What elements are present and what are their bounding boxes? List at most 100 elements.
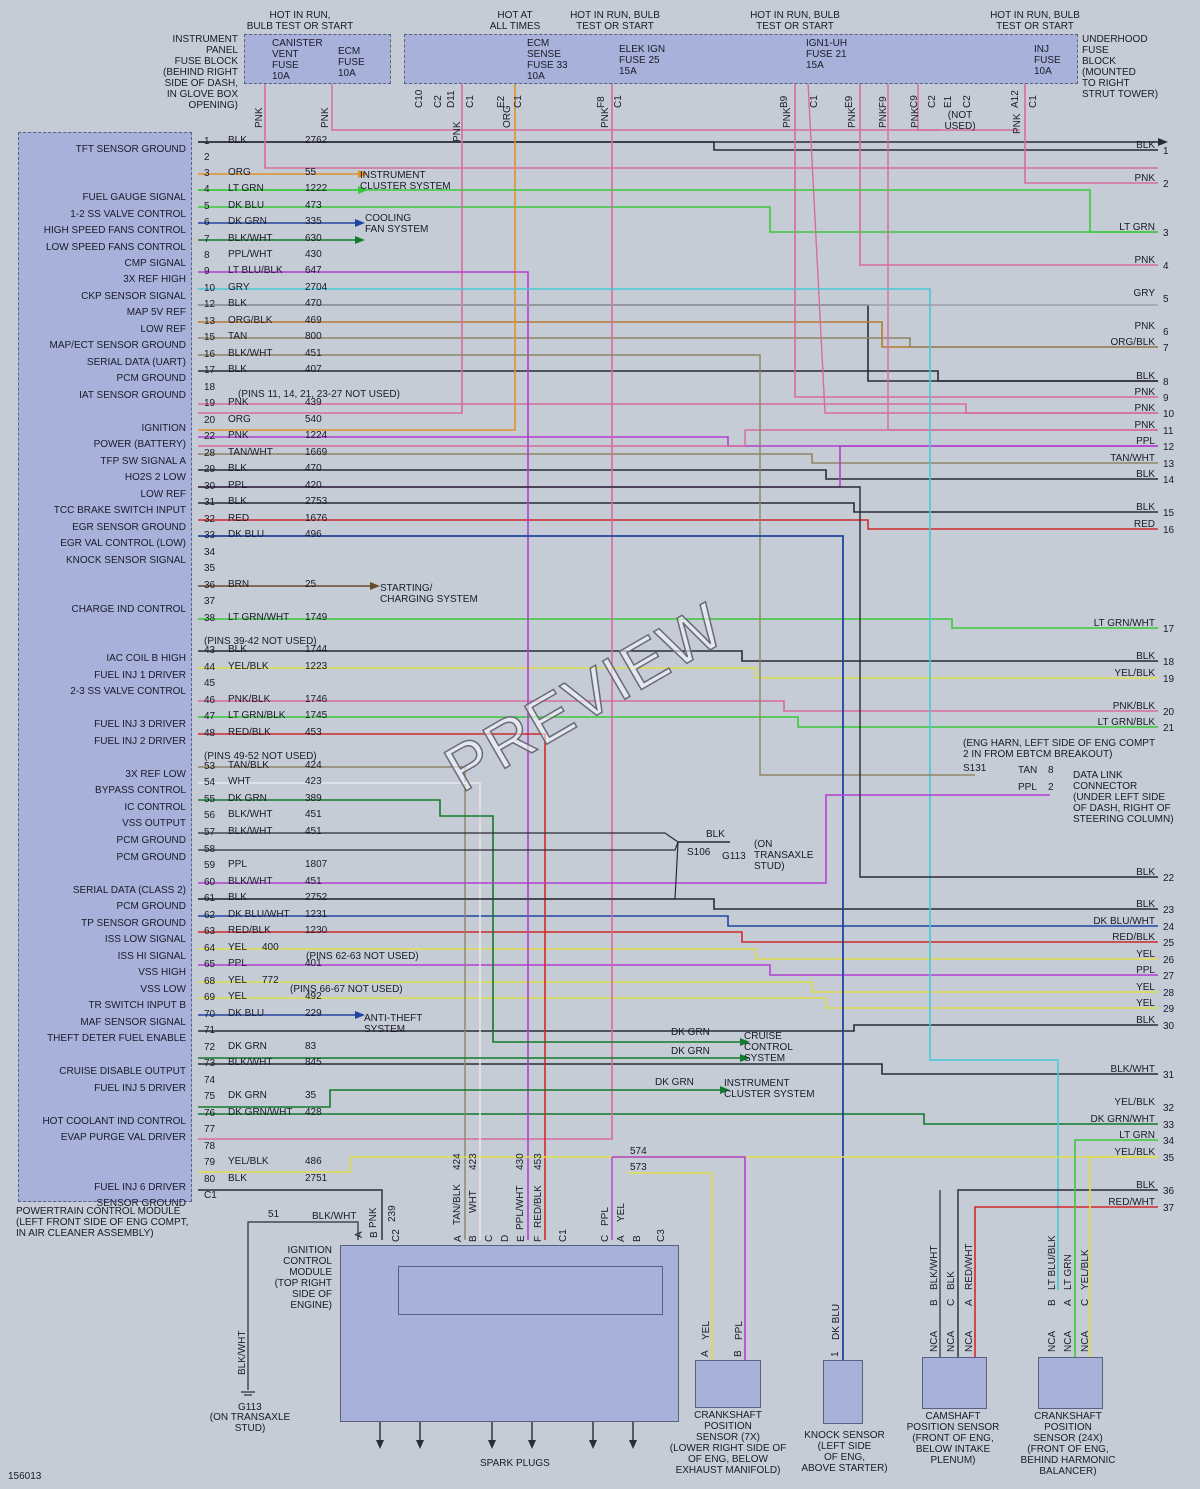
icm-circuit-573: 573 [630,1162,647,1173]
right-connector-pin: 7 [1163,343,1169,354]
g113-wire: BLK/WHT [312,1211,357,1222]
icm-pin: C3 [656,1229,667,1242]
pcm-pin-number: 34 [204,547,216,558]
icm-circuit-label: 430 [515,1153,526,1170]
sensor-nca: NCA [1063,1331,1074,1352]
fuse-feed-ecm [331,82,1020,131]
pcm-pin-number: 36 [204,580,216,591]
pcm-wire-color: DK GRN [228,1041,267,1052]
icm-wire-label: PNK [368,1207,379,1228]
icm-circuit-label: 453 [533,1153,544,1170]
top-wire-label: PNK [782,107,793,128]
pcm-pin-number: 63 [204,926,216,937]
pcm-pin-number: 37 [204,596,216,607]
pcm-wire-color: YEL [228,975,247,986]
pcm-circuit-number: 1676 [305,513,328,524]
pcm-pin-number: 22 [204,431,216,442]
pcm-circuit-number: 229 [305,1008,322,1019]
right-connector-color: BLK [1136,1180,1155,1191]
pcm-pin-label: LOW REF [140,324,186,335]
arrow-head [720,1086,730,1094]
sensor-wire-label: PPL [734,1321,745,1340]
pcm-pin-number: 61 [204,893,216,904]
pcm-circuit-number: 486 [305,1156,322,1167]
top-pin-label: D11 [446,90,457,108]
pcm-pin-number: 16 [204,349,216,360]
top-pin-label: C9 [909,95,920,108]
dest-anti-theft: ANTI-THEFT SYSTEM [364,1013,423,1035]
pcm-wire-color: BLK [228,135,247,146]
arrow-head [488,1440,496,1449]
pcm-wire-color: ORG [228,167,251,178]
ckp7x-ppl [612,1156,746,1360]
top-wire-label: PNK [254,107,265,128]
icm-pin: A [453,1235,464,1242]
pcm-pin-number: 44 [204,662,216,673]
arrow-head [740,1038,750,1046]
pcm-circuit-number: 407 [305,364,322,375]
pcm-wire [198,618,1158,629]
pcm-pin-number: 1 [204,136,210,147]
pcm-pin-number: 62 [204,910,216,921]
pcm-circuit-number: 428 [305,1107,322,1118]
right-connector-color: LT GRN/BLK [1097,717,1155,728]
pcm-wire-color: YEL [228,942,247,953]
right-connector-color: LT GRN [1119,1130,1155,1141]
right-connector-pin: 2 [1163,179,1169,190]
top-wire-label: PNK [320,107,331,128]
note-not-used-4: (PINS 62-63 NOT USED) [306,951,419,962]
pcm-pin-label: MAP/ECT SENSOR GROUND [49,340,187,351]
right-connector-pin: 37 [1163,1203,1175,1214]
pcm-pin-number: 71 [204,1025,216,1036]
pcm-wire-color: PNK [228,430,249,441]
header-hot-in-run-3: HOT IN RUN, BULB TEST OR START [570,10,660,32]
pcm-wire-color: YEL/BLK [228,1156,269,1167]
pcm-wire [198,650,1158,662]
wire-ground-56 [198,832,679,843]
pcm-circuit-number: 492 [305,991,322,1002]
wire-dkgrn-35 [198,1089,720,1108]
right-connector-pin: 8 [1163,377,1169,388]
top-pin-label: A12 [1010,90,1021,108]
right-connector-color: BLK [1136,469,1155,480]
pcm-wire-color: PPL [228,480,247,491]
pcm-pin-number: 64 [204,943,216,954]
right-connector-color: GRY [1133,288,1156,299]
fuse-feed-pnk22 [744,429,1158,446]
right-connector-color: PNK [1134,255,1155,266]
header-hot-in-run-4: HOT IN RUN, BULB TEST OR START [750,10,840,32]
pcm-pin-number: 13 [204,316,216,327]
fuse-feed-c9 [917,82,940,131]
pcm-pin-label: TR SWITCH INPUT B [88,1000,186,1011]
underhood-fuse-block [404,34,1078,84]
arrow-head [528,1440,536,1449]
pcm-pin-number: 8 [204,250,210,261]
pcm-pin-label: IC CONTROL [124,802,186,813]
top-wire-label: PNK [910,107,921,128]
pcm-pin-label: FUEL INJ 1 DRIVER [94,670,186,681]
icm-wire-label: PPL/WHT [515,1186,526,1230]
top-pin-label: E9 [844,95,855,108]
pcm-wire [198,931,1158,943]
wire-tan-dlc [198,354,975,776]
pcm-wire [198,445,1158,488]
pcm-wire [198,981,1158,993]
pcm-wire [198,948,1158,960]
right-connector-pin: 16 [1163,525,1175,536]
pcm-pin-number: 32 [204,514,216,525]
sensor-wire-label: LT BLU/BLK [1047,1235,1058,1290]
header-hot-in-run-1: HOT IN RUN, BULB TEST OR START [246,10,354,32]
pcm-wire-color: DK BLU/WHT [228,909,290,920]
icm-circuit-label: 423 [468,1153,479,1170]
pcm-wire-color: BLK [228,364,247,375]
pcm-pin-label: TP SENSOR GROUND [81,918,186,929]
pcm-pin-label: PCM GROUND [116,901,186,912]
icm-pin: B [632,1235,643,1242]
right-connector-pin: 27 [1163,971,1175,982]
pcm-circuit-number: 451 [305,826,322,837]
pcm-wire-color: ORG/BLK [228,315,273,326]
right-connector-pin: 26 [1163,955,1175,966]
pcm-wire-color: BLK/WHT [228,809,273,820]
pcm-pin-label: SERIAL DATA (CLASS 2) [72,885,186,896]
pcm-pin-label: IGNITION [141,423,186,434]
